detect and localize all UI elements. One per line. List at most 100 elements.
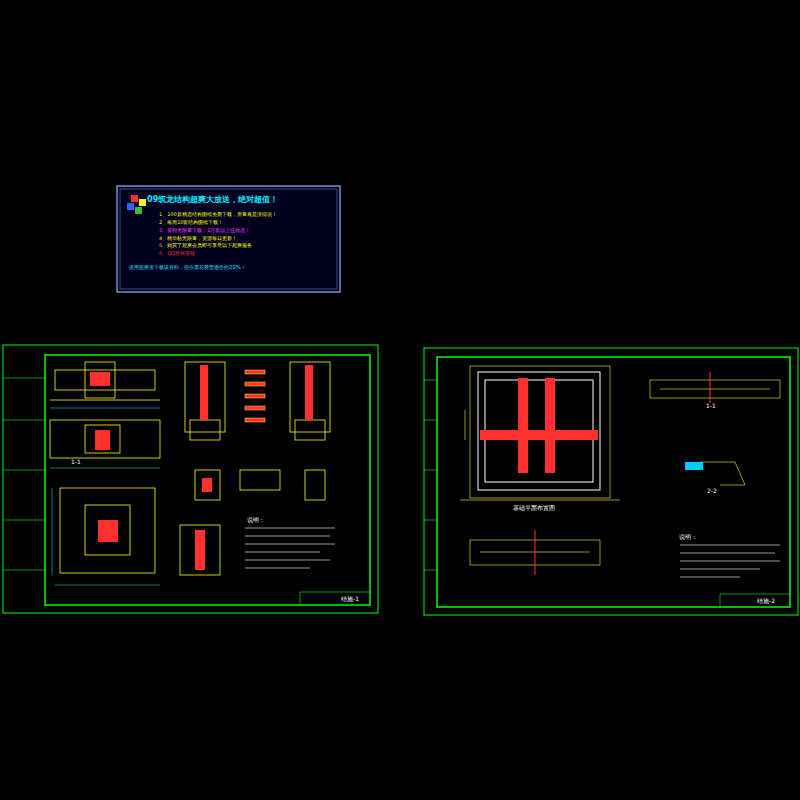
drawing-line (200, 365, 208, 420)
drawing-group (245, 528, 335, 568)
drawing-line (95, 430, 110, 450)
drawing-line (720, 594, 721, 607)
drawing-line (135, 207, 142, 214)
drawing-line (305, 365, 313, 420)
drawing-line (50, 468, 160, 469)
drawing-line (545, 378, 555, 473)
drawing-group (50, 362, 330, 575)
drawing-line (700, 462, 745, 485)
drawing-line (680, 545, 780, 546)
promo-line: 5、购买了超爽会员即可享受以下超爽服务 (117, 242, 340, 250)
drawing-line (131, 195, 138, 202)
drawing-line (3, 420, 45, 421)
drawing-line (680, 561, 780, 562)
promo-line: 3、资料无限量下载，1万套以上任你选！ (117, 227, 340, 235)
drawing-line (300, 592, 370, 593)
drawing-line (55, 585, 160, 586)
drawing-label: 说明： (246, 517, 266, 524)
drawing-line (660, 389, 770, 390)
drawing-line (424, 348, 798, 615)
drawing-line (52, 488, 53, 575)
drawing-line (60, 488, 155, 573)
drawing-line (290, 362, 330, 432)
drawing-line (680, 569, 760, 570)
drawing-line (185, 362, 225, 432)
drawing-line (478, 372, 600, 490)
drawing-line (424, 520, 437, 521)
drawing-line (50, 400, 160, 401)
drawing-line (245, 370, 265, 374)
drawing-line (127, 203, 134, 210)
drawing-line (3, 345, 378, 613)
drawing-line (3, 570, 45, 571)
drawing-line (50, 408, 160, 409)
drawing-line (190, 420, 220, 440)
drawing-line (480, 430, 598, 440)
drawing-line (245, 418, 265, 422)
drawing-label: 说明： (678, 534, 698, 541)
promo-line: 2、每周10套结构图纸下载！ (117, 219, 340, 227)
drawing-label: 结施-1 (340, 596, 360, 603)
drawing-line (424, 420, 437, 421)
drawing-line (202, 478, 212, 492)
drawing-line (245, 560, 330, 561)
drawing-label: 2-2 (706, 488, 718, 495)
drawing-group (680, 545, 780, 577)
drawing-line (50, 420, 160, 458)
drawing-line (535, 530, 536, 575)
drawing-line (245, 568, 310, 569)
drawing-group (478, 372, 600, 490)
drawing-line (437, 357, 790, 607)
drawing-line (470, 366, 610, 498)
promo-line: 4、精华帖无限量，资源每日更新！ (117, 235, 340, 243)
promo-line: 1、100套精选结构图纸免费下载，质量真是没得说！ (117, 211, 340, 219)
drawing-line (245, 406, 265, 410)
drawing-line (245, 394, 265, 398)
drawing-line (685, 462, 703, 470)
drawing-group (3, 378, 370, 605)
drawing-line (424, 380, 437, 381)
promo-title: 09筑龙结构超爽大放送，绝对超值！ (117, 186, 340, 211)
drawing-line (3, 520, 45, 521)
drawing-line (300, 592, 301, 605)
drawing-line (3, 470, 45, 471)
drawing-line (245, 544, 335, 545)
drawing-line (195, 530, 205, 570)
drawing-group (245, 370, 265, 422)
drawing-line (180, 525, 220, 575)
drawing-group (127, 195, 146, 214)
drawing-line (195, 470, 220, 500)
drawing-line (518, 378, 528, 473)
drawing-group (460, 366, 780, 565)
drawing-line (305, 470, 325, 500)
drawing-line (245, 552, 320, 553)
drawing-group (480, 378, 598, 473)
drawing-group (685, 462, 703, 470)
drawing-line (3, 378, 45, 379)
drawing-line (680, 577, 740, 578)
promo-line: 6、QQ在线答疑 (117, 250, 340, 262)
drawing-label: 1-1 (705, 403, 717, 410)
drawing-line (460, 500, 620, 501)
drawing-line (245, 536, 330, 537)
promo-panel: 09筑龙结构超爽大放送，绝对超值！1、100套精选结构图纸免费下载，质量真是没得… (117, 186, 340, 292)
drawing-line (710, 372, 711, 404)
drawing-line (240, 470, 280, 490)
drawing-label: 基础平面布置图 (512, 505, 556, 512)
drawing-line (720, 594, 790, 595)
drawing-line (55, 370, 155, 390)
drawing-line (245, 528, 335, 529)
drawing-label: 结施-2 (756, 598, 776, 605)
drawing-line (295, 420, 325, 440)
drawing-line (650, 380, 780, 398)
drawing-line (85, 362, 115, 398)
drawing-line (117, 186, 340, 292)
drawing-group (90, 365, 313, 570)
drawing-line (85, 425, 120, 453)
drawing-group (424, 380, 790, 607)
drawing-line (465, 410, 466, 440)
drawing-line (90, 372, 110, 386)
drawing-label: 1-1 (70, 459, 82, 466)
